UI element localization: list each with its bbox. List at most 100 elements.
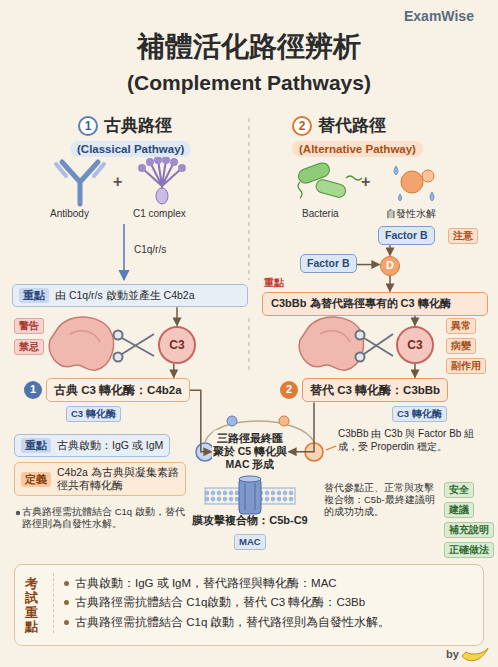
bullet-text: 古典路徑需抗體結合 C1q啟動，替代 C3 轉化酶：C3Bb bbox=[75, 594, 365, 611]
node-text: 由 C1q/r/s 啟動並產生 C4b2a bbox=[55, 289, 195, 302]
node-text: 禁忌 bbox=[19, 341, 39, 352]
node-text: 副作用 bbox=[451, 360, 481, 371]
node-text: 建議 bbox=[449, 504, 469, 515]
tag-text: 重點 bbox=[19, 288, 49, 303]
node-text: 1 bbox=[85, 119, 92, 134]
node-text: 2 bbox=[299, 119, 306, 134]
cycle-dot bbox=[279, 416, 289, 426]
hydrolysis-icon bbox=[394, 166, 434, 201]
key-band: 重點由 C1q/r/s 啟動並產生 C4b2a bbox=[12, 284, 248, 307]
connector-arrow bbox=[414, 316, 416, 326]
info-tag: C3 轉化酶 bbox=[392, 406, 447, 422]
c3-circle: C3 bbox=[396, 326, 434, 364]
step-label: C1q/r/s bbox=[134, 244, 166, 257]
bullet-dot bbox=[64, 620, 69, 625]
bullet-text: 古典路徑需抗體結合 C1q 啟動，替代路徑則為自發性水解。 bbox=[75, 614, 391, 631]
brand-label: ExamWise bbox=[404, 8, 474, 26]
antibody-icon bbox=[56, 162, 104, 204]
bullet-dot bbox=[16, 511, 20, 515]
icon-label: C1 complex bbox=[133, 208, 186, 221]
number-badge: 2 bbox=[292, 116, 312, 136]
leader-line bbox=[326, 446, 336, 450]
note-text: C3bBb 由 C3b 與 Factor Bb 組成，受 Properdin 穩… bbox=[338, 428, 488, 453]
connector-arrow bbox=[289, 402, 315, 451]
connector-arrow bbox=[173, 364, 175, 378]
node-text: 替代 C3 轉化酶：C3bBb bbox=[310, 384, 440, 396]
subtitle: (Complement Pathways) bbox=[0, 70, 498, 96]
c1-complex-icon bbox=[138, 156, 186, 204]
node-text: Factor B bbox=[307, 257, 350, 269]
pathway-subheading: (Classical Pathway) bbox=[70, 141, 191, 157]
advice-tag: 安全 bbox=[444, 482, 474, 498]
bullet-dot bbox=[64, 581, 69, 586]
title-text: 補體活化路徑辨析 bbox=[0, 28, 498, 66]
bacteria-icon bbox=[297, 161, 362, 199]
notice-tag: 注意 bbox=[448, 228, 478, 244]
divider bbox=[248, 318, 249, 372]
bullet-row: 古典路徑需抗體結合 C1q 啟動，替代路徑則為自發性水解。 bbox=[64, 614, 475, 631]
c3-circle: C3 bbox=[158, 326, 196, 364]
node-text: 1 bbox=[30, 383, 36, 397]
cycle-dot bbox=[227, 416, 237, 426]
bullet-row: 古典路徑需抗體結合 C1q啟動，替代 C3 轉化酶：C3Bb bbox=[64, 594, 475, 611]
icon-label: Antibody bbox=[50, 208, 89, 221]
warning-tag: 禁忌 bbox=[14, 339, 44, 355]
mac-icon bbox=[205, 476, 295, 514]
factor-box: Factor B bbox=[300, 254, 357, 273]
node-text: 異常 bbox=[451, 320, 471, 331]
warning-tag: 警告 bbox=[14, 318, 44, 334]
alert-tag: 副作用 bbox=[446, 358, 486, 374]
node-text: C3 轉化酶 bbox=[397, 408, 442, 419]
icon-label: Bacteria bbox=[302, 208, 339, 221]
pathway-heading: 替代路徑 bbox=[318, 115, 386, 136]
node-text: 警告 bbox=[19, 320, 39, 331]
key-label: 重點 bbox=[264, 277, 284, 290]
connector-arrow bbox=[389, 245, 391, 255]
plus-sign: + bbox=[113, 172, 122, 192]
convertase-box: 古典 C3 轉化酶：C4b2a bbox=[46, 378, 190, 402]
flow-arrow bbox=[123, 224, 125, 280]
credit-label: by bbox=[446, 648, 459, 662]
info-tag: MAC bbox=[234, 534, 266, 550]
convertase-box: 替代 C3 轉化酶：C3bBb bbox=[302, 378, 448, 402]
node-text: C3 bbox=[407, 338, 422, 353]
scissors-icon bbox=[356, 331, 394, 362]
definition-band: 定義C4b2a 為古典與凝集素路徑共有轉化酶 bbox=[14, 462, 186, 496]
node-text: C4b2a 為古典與凝集素路徑共有轉化酶 bbox=[57, 466, 179, 492]
vertical-heading: 考試重點 bbox=[25, 577, 38, 634]
node-text: 2 bbox=[286, 383, 292, 397]
pathway-subheading: (Alternative Pathway) bbox=[292, 141, 423, 157]
bullet-row: 古典啟動：IgG 或 IgM，替代路徑與轉化酶：MAC bbox=[64, 575, 475, 592]
divider bbox=[248, 118, 249, 280]
key-box: C3bBb 為替代路徑專有的 C3 轉化酶 bbox=[262, 292, 488, 316]
node-text: 三路徑最終匯聚於 C5 轉化與 MAC 形成 bbox=[213, 432, 287, 470]
bullet-dot bbox=[64, 600, 69, 605]
mac-label: 膜攻擊複合物：C5b-C9 bbox=[178, 514, 322, 528]
tag-text: 重點 bbox=[21, 438, 51, 453]
key-band: 重點古典啟動：IgG 或 IgM bbox=[14, 434, 170, 457]
node-text: Factor B bbox=[385, 229, 428, 241]
node-text: C3 轉化酶 bbox=[71, 408, 116, 419]
connector-arrow bbox=[176, 307, 178, 325]
node-text: 安全 bbox=[449, 484, 469, 495]
connector-arrow bbox=[414, 364, 416, 378]
node-text: MAC bbox=[239, 536, 261, 547]
connector-arrow bbox=[389, 276, 391, 292]
node-text: C3bBb 為替代路徑專有的 C3 轉化酶 bbox=[271, 297, 451, 309]
number-badge: 1 bbox=[78, 116, 98, 136]
pathway-heading: 古典路徑 bbox=[104, 115, 172, 136]
exam-summary-box: 考試重點 古典啟動：IgG 或 IgM，替代路徑與轉化酶：MAC 古典路徑需抗體結合… bbox=[14, 564, 484, 646]
icon-label: 自發性水解 bbox=[386, 208, 436, 221]
node-text: D bbox=[386, 259, 394, 273]
banana-icon bbox=[462, 648, 488, 661]
advice-tag: 建議 bbox=[444, 502, 474, 518]
connector-arrow bbox=[190, 390, 212, 452]
node-text: 注意 bbox=[453, 230, 473, 241]
advice-tag: 補充說明 bbox=[444, 522, 494, 538]
scissors-icon bbox=[114, 331, 155, 362]
alert-tag: 異常 bbox=[446, 318, 476, 334]
node-text: 病變 bbox=[451, 340, 471, 351]
node-text: C3 bbox=[169, 338, 184, 353]
note-text: 古典路徑需抗體結合 C1q 啟動，替代路徑則為自發性水解。 bbox=[22, 506, 186, 530]
